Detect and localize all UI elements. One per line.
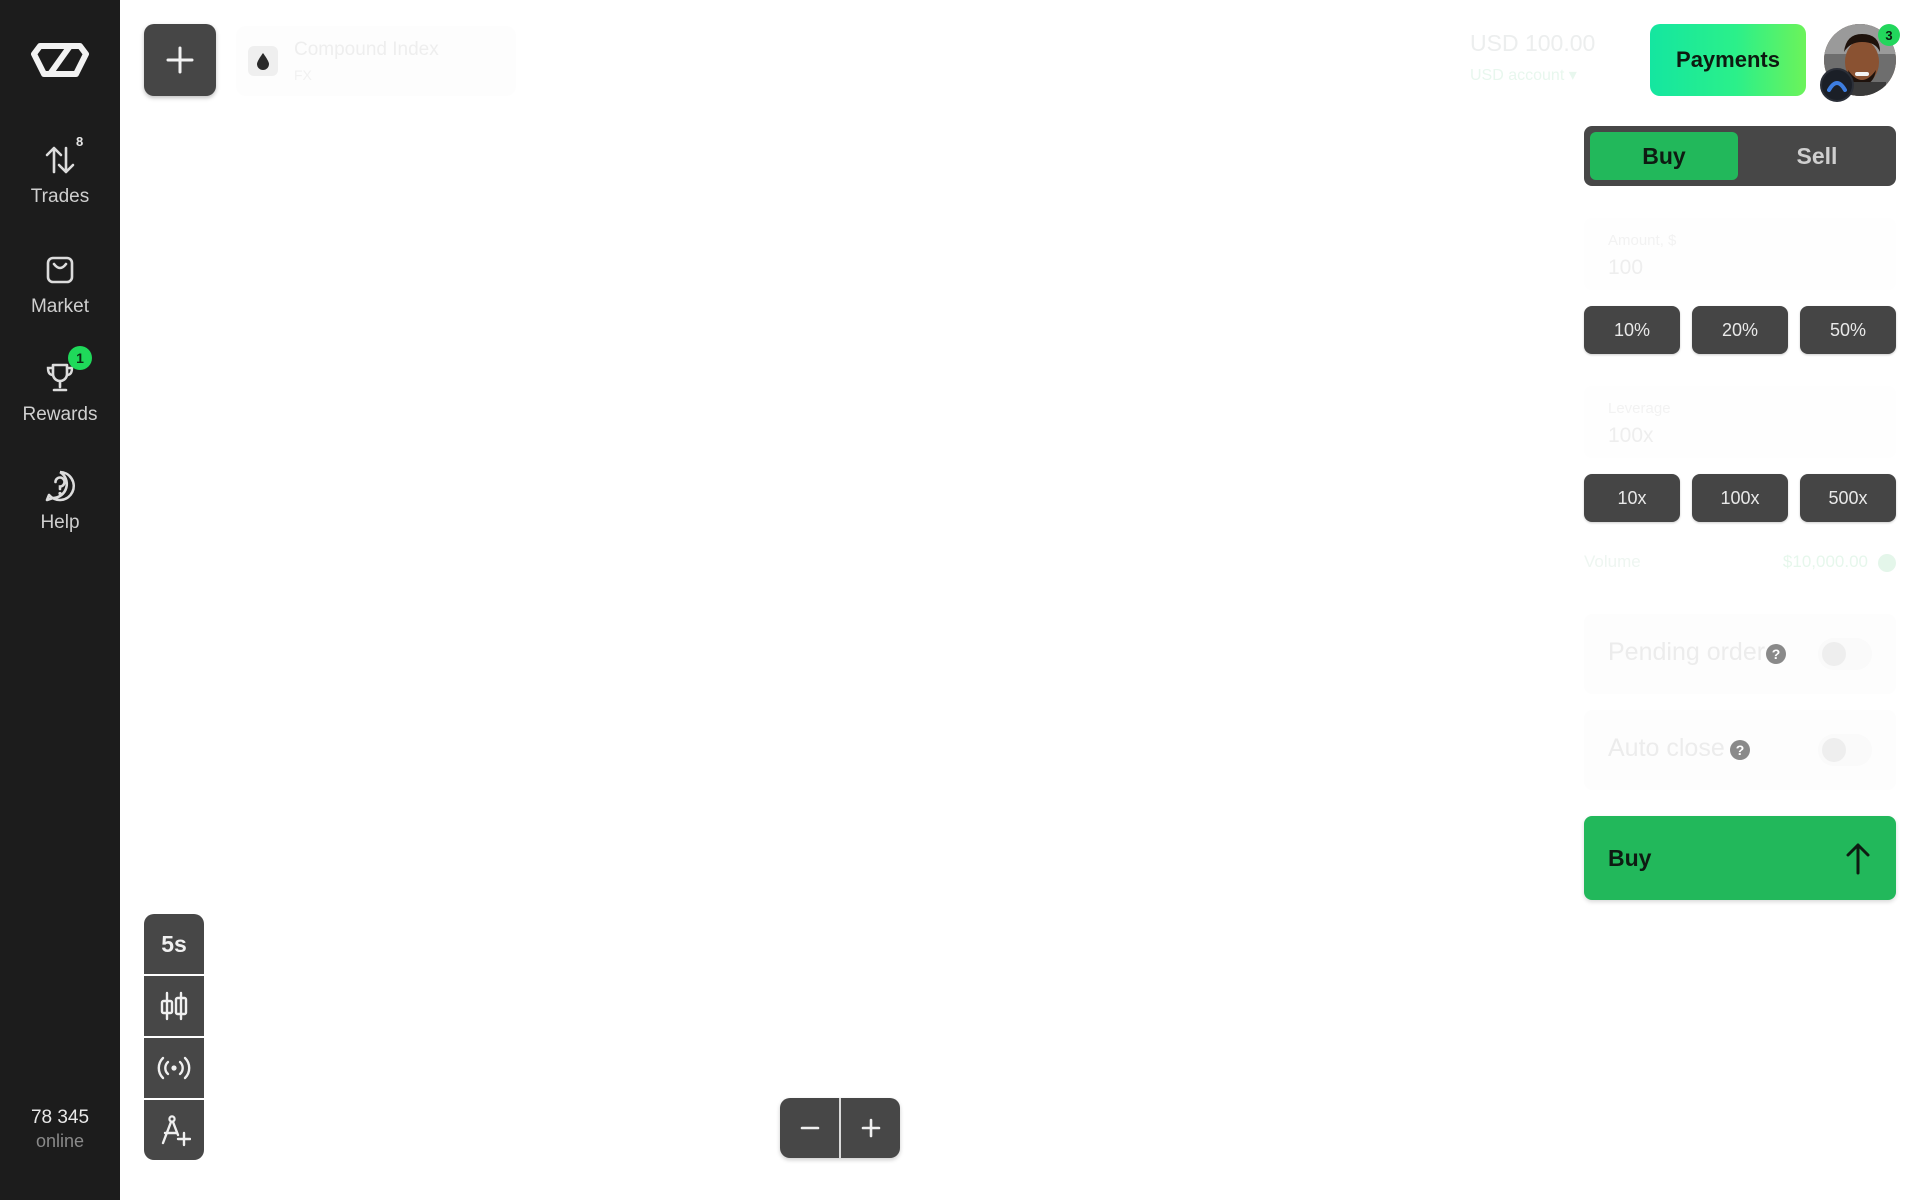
amount-field[interactable]: Amount, $ 100 xyxy=(1584,218,1896,290)
sidebar-item-label: Help xyxy=(40,512,80,533)
buy-sell-toggle: Buy Sell xyxy=(1584,126,1896,186)
trades-count-badge: 8 xyxy=(76,134,84,149)
volume-row: Volume $10,000.00 xyxy=(1584,552,1896,576)
drop-icon xyxy=(248,46,278,76)
amount-preset-20[interactable]: 20% xyxy=(1692,306,1788,354)
amount-preset-50[interactable]: 50% xyxy=(1800,306,1896,354)
amount-preset-10[interactable]: 10% xyxy=(1584,306,1680,354)
signals-button[interactable] xyxy=(144,1038,204,1098)
sidebar: 8 Trades Market 1 Rewards xyxy=(0,0,120,1200)
sidebar-item-rewards[interactable]: 1 Rewards xyxy=(0,346,120,448)
pending-order-toggle[interactable] xyxy=(1818,638,1872,670)
volume-value: $10,000.00 xyxy=(1782,552,1868,571)
time-interval-button[interactable]: 5s xyxy=(144,914,204,974)
payments-button[interactable]: Payments xyxy=(1650,24,1806,96)
trophy-icon: 1 xyxy=(40,346,92,398)
sell-tab[interactable]: Sell xyxy=(1796,142,1838,169)
zoom-divider xyxy=(839,1098,841,1158)
leverage-field[interactable]: Leverage 100x xyxy=(1584,386,1896,458)
online-label: online xyxy=(35,1131,85,1151)
auto-close-toggle[interactable] xyxy=(1818,734,1872,766)
asset-type: FX xyxy=(294,67,312,83)
online-users: 78 345 online xyxy=(0,1107,120,1152)
leverage-label: Leverage xyxy=(1608,400,1671,417)
plus-icon xyxy=(166,46,194,74)
chevron-down-icon: ▾ xyxy=(1568,67,1577,84)
amount-value: 100 xyxy=(1608,256,1644,279)
pending-order-label: Pending order xyxy=(1608,638,1766,666)
help-circle-icon xyxy=(40,466,80,506)
sidebar-item-label: Rewards xyxy=(22,404,98,425)
auto-close-row: Auto close ? xyxy=(1584,710,1896,790)
chart-tools: 5s xyxy=(144,914,204,1160)
leverage-preset-10x[interactable]: 10x xyxy=(1584,474,1680,522)
brand-logo[interactable] xyxy=(30,42,90,78)
toggle-knob xyxy=(1822,738,1846,762)
help-icon[interactable]: ? xyxy=(1766,644,1786,664)
volume-label: Volume xyxy=(1584,552,1641,571)
account-balance-selector[interactable]: USD 100.00 USD account ▾ xyxy=(1470,30,1620,85)
account-type-label: USD account ▾ xyxy=(1470,65,1620,85)
candlestick-icon xyxy=(160,991,188,1021)
leverage-preset-100x[interactable]: 100x xyxy=(1692,474,1788,522)
amount-label: Amount, $ xyxy=(1608,232,1677,249)
buy-button[interactable]: Buy xyxy=(1584,816,1896,900)
time-interval-label: 5s xyxy=(161,930,187,957)
drawing-tools-button[interactable] xyxy=(144,1100,204,1160)
sidebar-item-market[interactable]: Market xyxy=(0,250,120,340)
zoom-out-button[interactable] xyxy=(780,1098,839,1158)
leverage-preset-500x[interactable]: 500x xyxy=(1800,474,1896,522)
toggle-knob xyxy=(1822,642,1846,666)
sidebar-item-label: Trades xyxy=(30,186,90,207)
arrow-up-icon xyxy=(1846,843,1870,875)
zoom-controls xyxy=(780,1098,900,1158)
user-avatar[interactable]: 3 xyxy=(1820,24,1900,102)
plus-icon xyxy=(861,1118,880,1138)
leverage-presets: 10x 100x 500x xyxy=(1584,474,1896,522)
minus-icon xyxy=(800,1126,819,1130)
leverage-value: 100x xyxy=(1608,424,1654,447)
account-label: USD account xyxy=(1470,67,1565,84)
asset-name: Compound Index xyxy=(294,39,439,60)
chart-type-button[interactable] xyxy=(144,976,204,1036)
asset-tab-text: Compound Index FX xyxy=(294,39,439,83)
pending-order-row: Pending order ? xyxy=(1584,614,1896,694)
add-asset-button[interactable] xyxy=(144,24,216,96)
compass-draw-icon xyxy=(161,1115,191,1147)
sidebar-item-help[interactable]: Help xyxy=(0,466,120,556)
broadcast-icon xyxy=(157,1056,191,1080)
balance-amount: USD 100.00 xyxy=(1470,30,1596,56)
online-count: 78 345 xyxy=(30,1107,90,1128)
level-badge-icon xyxy=(1820,68,1854,102)
info-icon[interactable] xyxy=(1878,554,1896,572)
sidebar-item-label: Market xyxy=(30,296,90,317)
amount-presets: 10% 20% 50% xyxy=(1584,306,1896,354)
rewards-count-badge: 1 xyxy=(68,346,92,370)
buy-tab[interactable]: Buy xyxy=(1590,132,1738,180)
asset-tab-compound-index[interactable]: Compound Index FX xyxy=(236,26,516,96)
notification-badge: 3 xyxy=(1878,24,1900,46)
sidebar-item-trades[interactable]: 8 Trades xyxy=(0,134,120,230)
buy-button-label: Buy xyxy=(1608,844,1652,871)
help-icon[interactable]: ? xyxy=(1730,740,1750,760)
arrows-up-down-icon: 8 xyxy=(40,134,83,180)
logo-icon xyxy=(31,43,89,77)
shopping-bag-icon xyxy=(40,250,80,290)
auto-close-label: Auto close xyxy=(1608,734,1725,762)
zoom-in-button[interactable] xyxy=(841,1098,900,1158)
